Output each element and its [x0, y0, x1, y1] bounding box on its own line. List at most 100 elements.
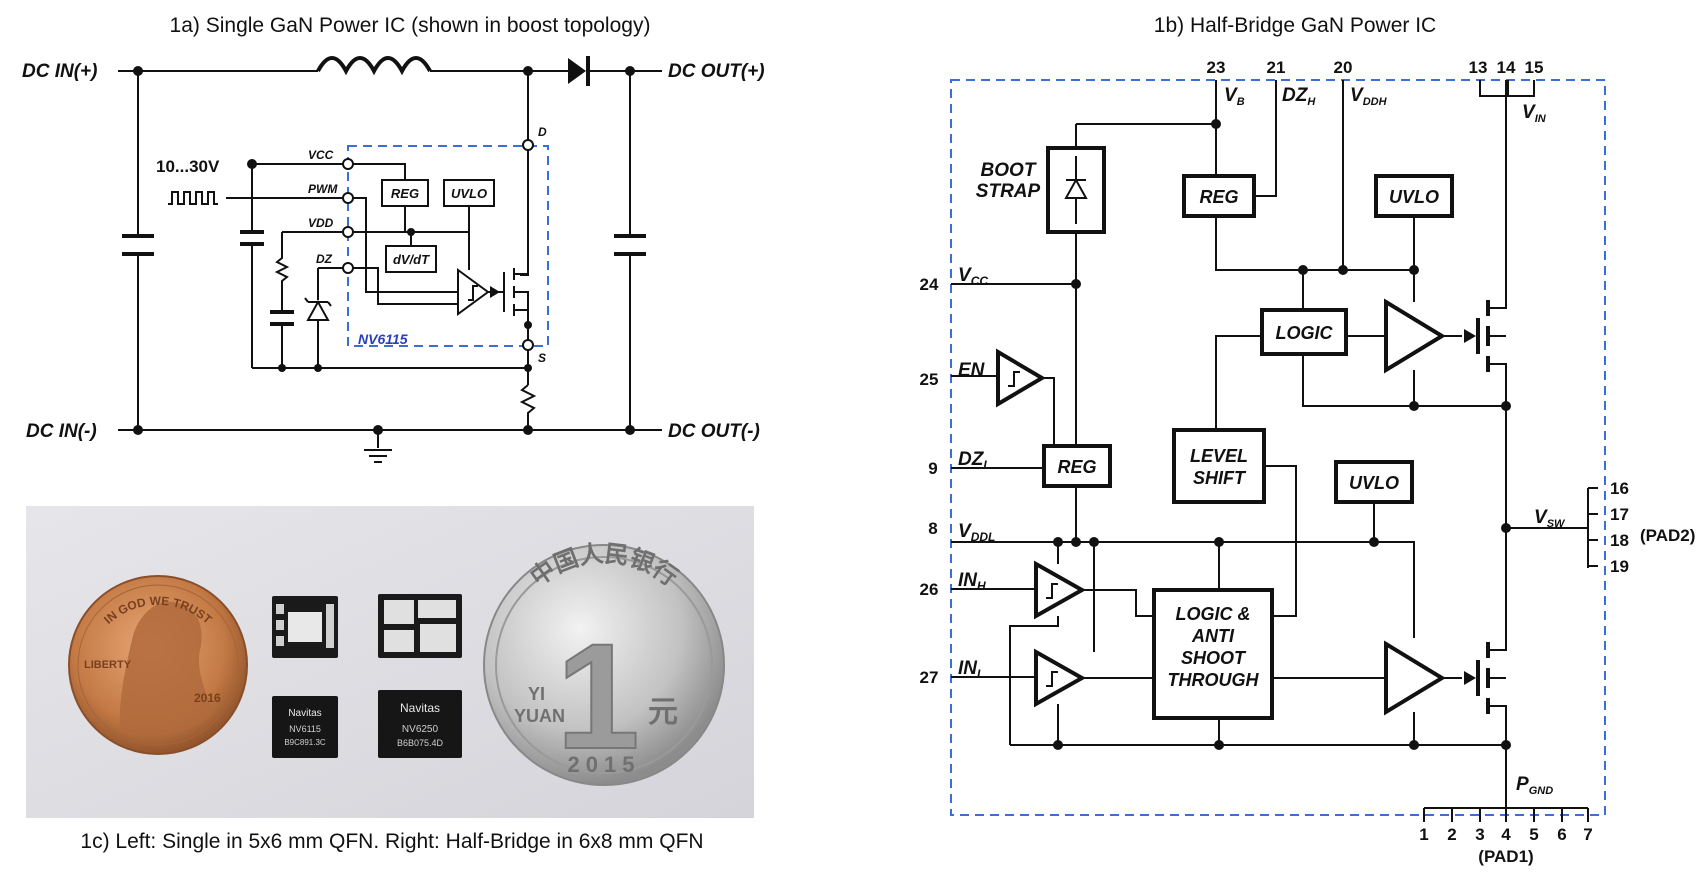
svg-text:UVLO: UVLO [1389, 187, 1439, 207]
vdd-capacitor [270, 310, 294, 326]
pin-dz [342, 262, 354, 274]
chip-single-top [272, 696, 338, 758]
yuan-cn-char: 元 [648, 696, 678, 729]
label-supply: 10...30V [156, 157, 220, 176]
svg-text:dV/dT: dV/dT [393, 252, 430, 267]
pin-1: 1 [1419, 825, 1428, 844]
pin-15: 15 [1525, 58, 1544, 77]
label-dz: DZ [316, 252, 333, 266]
penny-liberty: LIBERTY [84, 659, 132, 671]
pin-2: 2 [1447, 825, 1456, 844]
svg-text:UVLO: UVLO [1349, 473, 1399, 493]
svg-text:ANTI: ANTI [1191, 626, 1235, 646]
svg-text:REG: REG [1057, 457, 1096, 477]
pin-6: 6 [1557, 825, 1566, 844]
block-reg-high [1182, 174, 1256, 218]
yuan-coin [483, 544, 725, 786]
pin-vdd [342, 226, 354, 238]
inductor-symbol [316, 56, 432, 76]
driver-high [1384, 298, 1446, 374]
pin-d [522, 139, 534, 151]
caption-1b: 1b) Half-Bridge GaN Power IC [1154, 14, 1436, 37]
label-vdd: VDD [308, 216, 334, 230]
svg-text:LOGIC &: LOGIC & [1176, 604, 1251, 624]
block-logic [1260, 308, 1348, 356]
pin-9: 9 [928, 459, 937, 478]
pin-20: 20 [1334, 58, 1353, 77]
comparator-en [996, 348, 1046, 408]
label-vb: VB [1224, 85, 1245, 108]
pin-27: 27 [920, 668, 939, 687]
photo-1c: IN GOD WE TRUST LIBERTY 2016 Navitas NV6… [26, 506, 754, 818]
label-pin-d: D [538, 125, 547, 139]
pin-21: 21 [1267, 58, 1286, 77]
pin-18: 18 [1610, 531, 1629, 550]
comparator-inl [1034, 648, 1087, 708]
input-capacitor [122, 234, 154, 256]
svg-text:LOGIC: LOGIC [1276, 323, 1334, 343]
label-dc-in-pos: DC IN(+) [22, 61, 97, 82]
pin-5: 5 [1529, 825, 1538, 844]
pin-vcc [342, 158, 354, 170]
block-level-shift [1172, 428, 1266, 504]
schematic-1b: 23 21 20 VB DZH VDDH 13 14 15 VIN 24 VCC… [920, 58, 1696, 866]
penny-year: 2016 [194, 691, 221, 705]
label-vin: VIN [1522, 102, 1547, 125]
schematic-1a: DC IN(+) DC IN(-) DC OUT(+) DC OUT(-) N [22, 56, 765, 463]
label-vsw: VSW [1534, 507, 1566, 530]
svg-text:NV6115: NV6115 [289, 724, 321, 734]
label-pad2: (PAD2) [1640, 526, 1695, 545]
diode-symbol [568, 58, 586, 84]
comparator-inh [1034, 560, 1087, 620]
ground-symbol [364, 449, 392, 463]
pin-23: 23 [1207, 58, 1226, 77]
yuan-yi: YI [528, 684, 545, 704]
pin-17: 17 [1610, 505, 1629, 524]
pin-26: 26 [920, 580, 939, 599]
label-vcc: VCC [308, 148, 334, 162]
svg-text:B6B075.4D: B6B075.4D [397, 738, 444, 748]
label-vddl: VDDL [958, 521, 995, 544]
label-pin-s: S [538, 351, 546, 365]
svg-text:REG: REG [1199, 187, 1238, 207]
pin-25: 25 [920, 370, 939, 389]
svg-text:LEVEL: LEVEL [1190, 446, 1248, 466]
pin-4: 4 [1501, 825, 1511, 844]
fet-high [1476, 300, 1490, 372]
pin-19: 19 [1610, 557, 1629, 576]
label-pgnd: PGND [1516, 774, 1553, 797]
zener-diode [306, 299, 330, 321]
pin-pwm [342, 192, 354, 204]
block-uvlo-low [1334, 460, 1414, 504]
yuan-yuan: YUAN [514, 706, 565, 726]
caption-1c: 1c) Left: Single in 5x6 mm QFN. Right: H… [80, 830, 703, 853]
label-vddh: VDDH [1350, 85, 1388, 108]
svg-text:THROUGH: THROUGH [1168, 670, 1260, 690]
sense-resistor [519, 384, 537, 430]
caption-1a: 1a) Single GaN Power IC (shown in boost … [170, 14, 651, 37]
label-strap: STRAP [976, 181, 1041, 202]
output-capacitor [614, 234, 646, 256]
pin-14: 14 [1497, 58, 1516, 77]
vcc-capacitor [240, 230, 264, 246]
gan-fet-1a [503, 268, 515, 316]
penny-portrait [119, 601, 214, 736]
label-boot: BOOT [981, 160, 1037, 181]
svg-text:REG: REG [391, 186, 419, 201]
half-bridge-outline [950, 79, 1606, 816]
svg-text:Navitas: Navitas [400, 701, 440, 715]
svg-text:UVLO: UVLO [451, 186, 487, 201]
pin-s [522, 339, 534, 351]
label-dc-out-neg: DC OUT(-) [668, 421, 760, 442]
pin-16: 16 [1610, 479, 1629, 498]
label-inl: INL [958, 658, 984, 681]
pin-3: 3 [1475, 825, 1484, 844]
pin-7: 7 [1583, 825, 1592, 844]
label-en: EN [958, 360, 986, 381]
driver-low [1384, 640, 1446, 716]
chip-half-top [378, 690, 462, 758]
svg-text:SHIFT: SHIFT [1193, 468, 1247, 488]
svg-text:B9C891.3C: B9C891.3C [284, 738, 326, 747]
